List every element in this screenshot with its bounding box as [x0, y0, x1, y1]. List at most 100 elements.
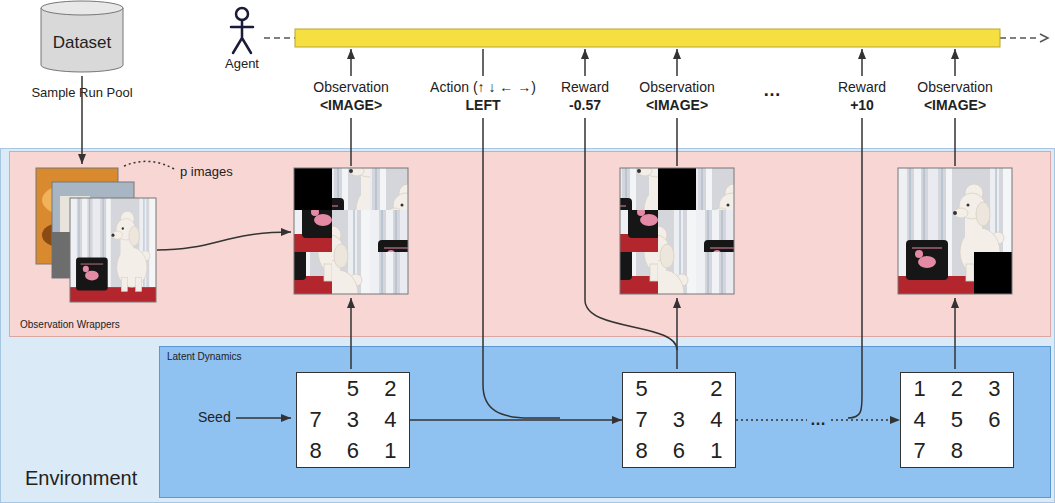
scrambled-observation-part [256, 210, 370, 336]
puzzle-state-grid: 12345678 [900, 372, 1014, 468]
label-holder: Sample Run Pool [28, 85, 135, 101]
observation-value: <IMAGE> [924, 97, 986, 113]
scrambled-observation-part-part [696, 252, 810, 378]
environment-title: Environment [25, 467, 137, 489]
label-holder: Observation [917, 79, 992, 96]
flow-lines-part [861, 49, 863, 76]
flow-lines-part [848, 118, 862, 418]
scrambled-observation-part-part [256, 210, 370, 336]
label-holder: <IMAGE> [924, 97, 986, 114]
scrambled-observation-part-part [370, 252, 484, 378]
reward-value: +10 [850, 97, 874, 113]
scrambled-observation-part [582, 126, 696, 252]
scrambled-observation-part-part [658, 168, 772, 294]
cylinder-body [41, 8, 123, 72]
observation-wrapper-panel: Observation Wrappers [9, 151, 1051, 337]
scrambled-observation-part [620, 126, 734, 252]
image-stack-part [52, 232, 134, 278]
tile-number: 3 [660, 404, 697, 435]
edge-label-holder: … [807, 410, 829, 429]
image-stack-part [70, 198, 156, 302]
dataset-cylinder: Dataset [40, 0, 124, 74]
agent-timeline-part [1000, 37, 1040, 39]
flow-lines-part [124, 161, 176, 170]
agent-icon: Agent [217, 6, 267, 86]
label-holder: Reward [561, 79, 609, 96]
scrambled-observation-part-part [256, 168, 370, 294]
image-stack-part [42, 223, 78, 247]
scrambled-observation [582, 126, 810, 378]
label-holder: +10 [850, 97, 874, 114]
flow-lines-part [350, 298, 352, 369]
cylinder-top [41, 1, 123, 15]
image-stack-part [36, 168, 118, 264]
tile-number: 8 [623, 436, 660, 467]
label-holder: Observation [313, 79, 388, 96]
edge-label: … [807, 411, 829, 428]
flow-lines-part [482, 49, 484, 76]
tile-number: 1 [901, 373, 938, 404]
tile-number: 1 [698, 436, 735, 467]
agent-timeline [264, 29, 1048, 47]
flow-lines-part [954, 118, 956, 166]
flow-lines-part [81, 76, 83, 164]
tile-number: 7 [901, 436, 938, 467]
scrambled-observation-part [658, 168, 696, 210]
scrambled-observation-part [696, 168, 810, 294]
flow-lines-part [676, 298, 678, 369]
flow-lines [82, 49, 955, 418]
flow-lines-part [954, 49, 956, 76]
scrambled-observation-part-part [620, 126, 734, 252]
tile-number: 4 [901, 404, 938, 435]
panel-title-holder: Latent Dynamics [167, 351, 241, 363]
label-holder: Observation [639, 79, 714, 96]
action-label: Action (↑ ↓ ← →) [430, 79, 536, 95]
scrambled-observation-part [620, 168, 734, 294]
scrambled-observation-part-part [582, 210, 696, 336]
agent-timeline-part [1040, 34, 1048, 42]
image-stack-part [70, 198, 156, 302]
tile-number: 4 [372, 404, 409, 435]
scrambled-observation-part [294, 168, 332, 210]
observation-value: <IMAGE> [320, 97, 382, 113]
tile-number: 3 [976, 373, 1013, 404]
scrambled-observation-part-part [294, 126, 408, 252]
image-stack-part [110, 222, 130, 236]
scrambled-observation-part-part [582, 168, 696, 294]
tile-number: 6 [660, 436, 697, 467]
tile-number: 2 [938, 373, 975, 404]
scrambled-observation-part-part [294, 126, 408, 252]
scrambled-observation-part-part [696, 168, 810, 294]
tile-number: 8 [938, 436, 975, 467]
solved-observation [898, 168, 1012, 294]
sample-run-pool-label: Sample Run Pool [28, 85, 135, 100]
head [236, 8, 248, 20]
tile-number: 8 [297, 436, 334, 467]
scrambled-observation [256, 126, 484, 378]
tile-number: 2 [698, 373, 735, 404]
reward-label: Reward [838, 79, 886, 95]
scrambled-observation-part-part [582, 210, 696, 336]
body [231, 20, 253, 53]
stick-figure-lines [231, 8, 253, 53]
flow-lines-part [350, 118, 352, 166]
reward-label: Reward [561, 79, 609, 95]
label-holder: Action (↑ ↓ ← →) [430, 79, 536, 96]
label-holder: <IMAGE> [646, 97, 708, 114]
agent-timeline-part [264, 37, 295, 39]
latent-dynamics-panel: Latent Dynamics527348615273486112345678 [159, 346, 1051, 498]
tile-number: 5 [623, 373, 660, 404]
scrambled-observation-part-part [582, 126, 696, 252]
solved-observation-part-part [898, 168, 1012, 294]
observation-value: <IMAGE> [646, 97, 708, 113]
flow-lines-part [676, 49, 678, 76]
puzzle-state-grid: 52734861 [622, 372, 736, 468]
image-stack-part [96, 214, 104, 234]
image-stack [36, 168, 156, 302]
tile-number: 7 [623, 404, 660, 435]
scrambled-observation-part [582, 210, 696, 336]
image-count-label: p images [180, 164, 233, 179]
flow-lines-part [954, 298, 956, 369]
